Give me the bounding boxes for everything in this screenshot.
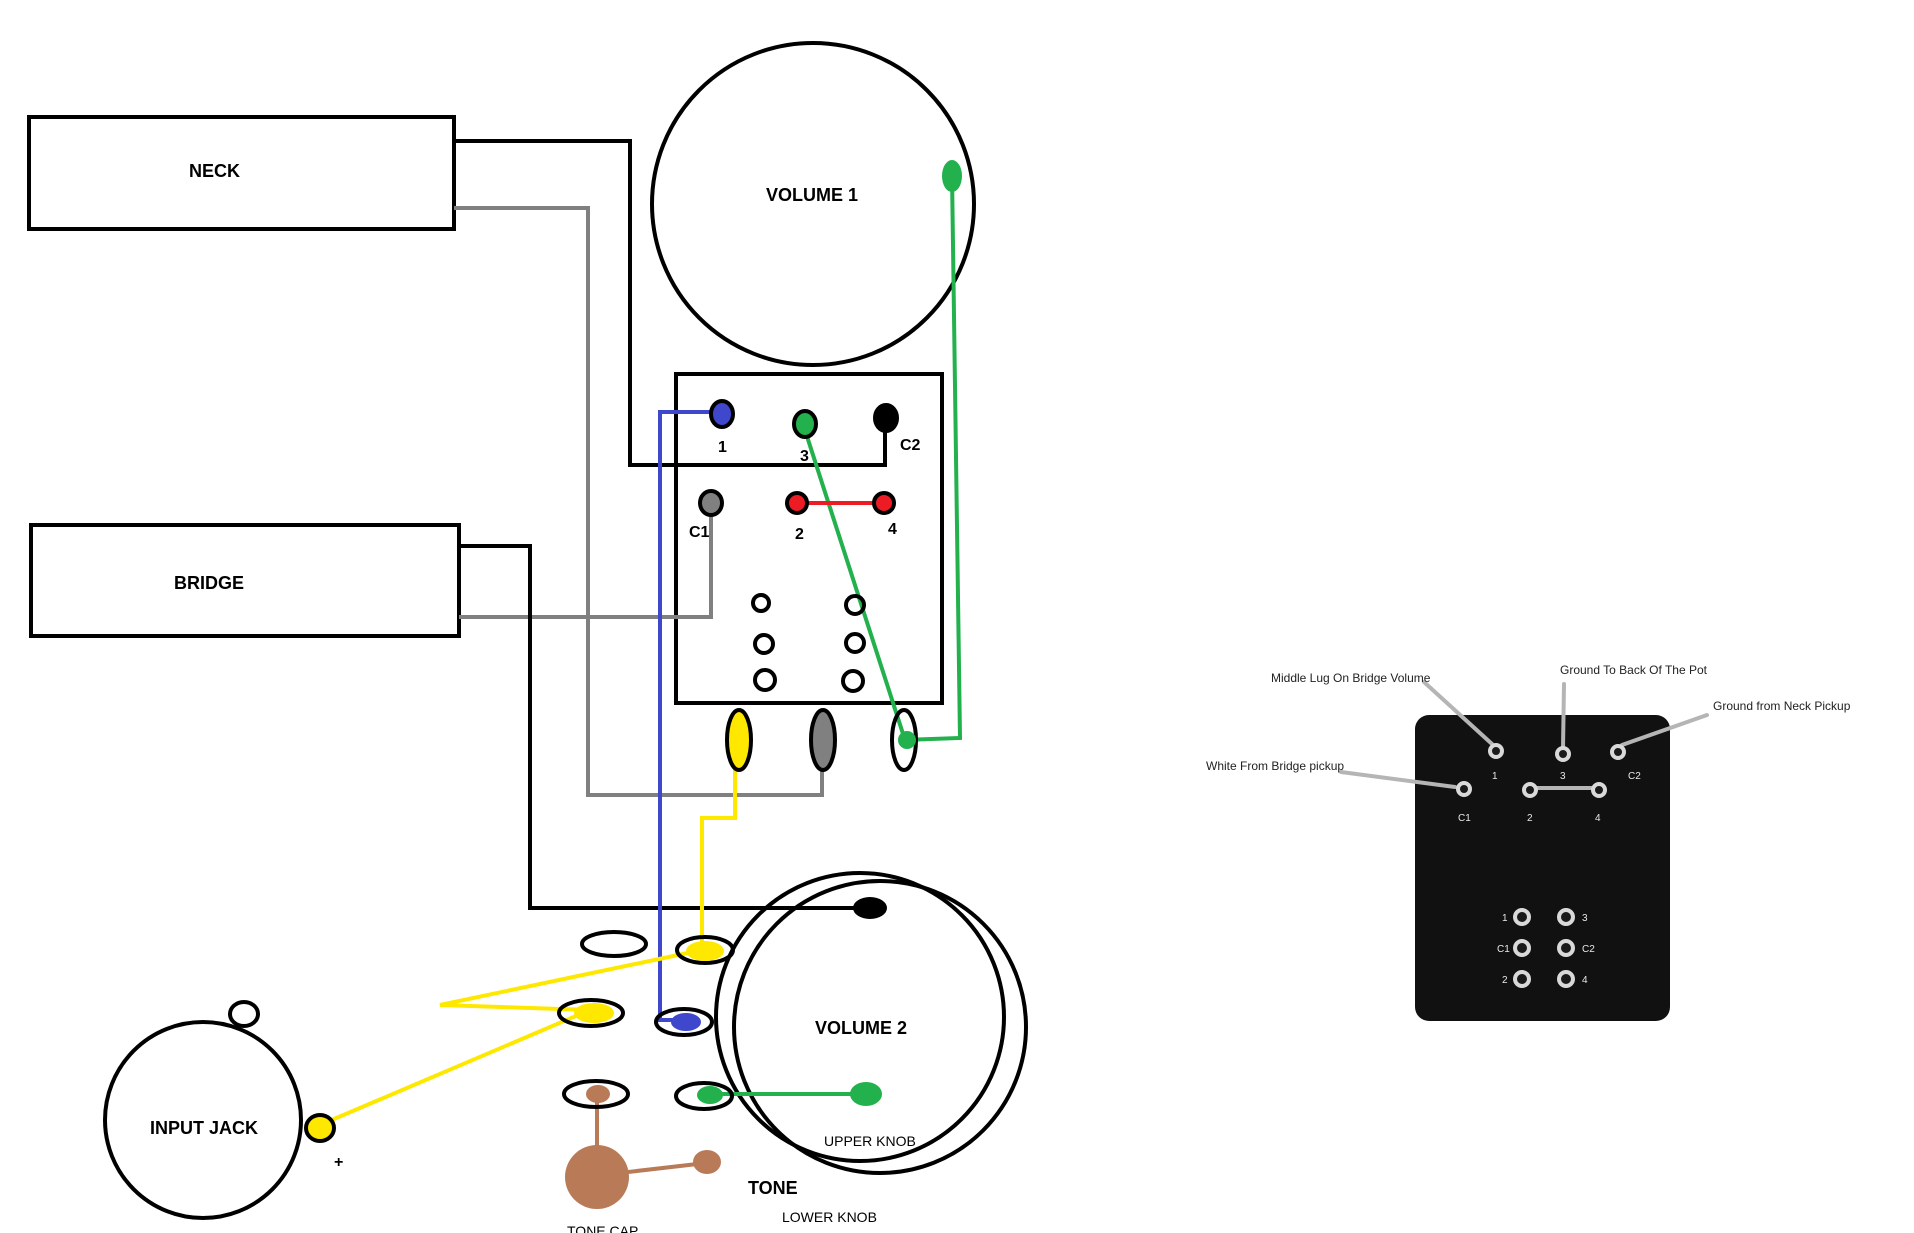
vol2-tone-green-dot [850,1082,882,1106]
switch-lug-4 [872,491,896,515]
switch-lower-holes [751,593,866,693]
volume1-pot [650,41,976,367]
neck-pickup [27,115,456,231]
vol1-lug-right-green [898,731,916,749]
tone-label: TONE [748,1178,798,1198]
switch-lug-c1-label: C1 [689,524,710,541]
switch-lug-4-label: 4 [888,521,897,538]
switch-lug-3-label: 3 [800,448,809,465]
vol2-lug-mid-left-fill [574,1003,614,1023]
yellow-wire-vol1 [700,740,737,950]
vol2-lug-mid-right [654,1007,714,1037]
jack-plus-label: + [334,1154,343,1171]
switch-lug-c2-label: C2 [900,437,921,454]
switch-lug-1 [709,399,735,429]
switch-lug-3 [792,409,818,439]
volume2-tone-outer-pot [732,879,1028,1175]
vol2-lug-bot-right-fill [697,1086,723,1104]
green-wire-ground [902,174,963,742]
vol2-lug-bot-left [562,1079,630,1109]
volume2-label: VOLUME 2 [815,1018,907,1038]
bridge-label: BRIDGE [174,573,244,593]
ref-annotation-ground-neck: Ground from Neck Pickup [1713,699,1851,713]
neck-gray-wire [454,206,824,797]
switch-lug-c2 [873,403,899,433]
ref-lug-1: 1 [1492,771,1498,782]
neck-label: NECK [189,161,240,181]
input-jack-label: INPUT JACK [150,1118,258,1138]
tone-cap-label: TONE CAP [567,1223,638,1233]
ref-lug-c2: C2 [1628,771,1641,782]
vol2-lug-top-left [580,930,648,958]
switch-lug-2-label: 2 [795,526,804,543]
switch-lug-c1 [698,489,724,517]
bridge-pickup [29,523,461,638]
ref-lug-c1: C1 [1458,813,1471,824]
bridge-black-wire [459,544,866,910]
bridge-gray-wire [459,500,713,619]
tone-cap-end [693,1150,721,1174]
switch-lug-2 [785,491,809,515]
vol2-lug-mid-right-fill [671,1013,701,1031]
vol1-lug-left [725,708,753,772]
vol2-lug-mid-left [557,998,625,1028]
vol2-lug-top-right-fill [686,941,724,961]
vol1-ground-dot [942,160,962,192]
input-jack [103,1020,303,1220]
neck-black-wire [454,139,887,467]
volume2-inner-pot [714,871,1006,1163]
volume1-label: VOLUME 1 [766,185,858,205]
ref-lug-3: 3 [1560,771,1566,782]
vol2-lug-top-right [675,935,735,965]
tone-cap [565,1145,629,1209]
vol2-lug-bot-right [674,1081,734,1111]
tone-cap-lead-side [627,1161,707,1174]
vol1-lug-middle [809,708,837,772]
ref-row3-right: 4 [1582,975,1588,986]
ref-row3-left: 2 [1502,975,1508,986]
ref-annotation-middle-lug: Middle Lug On Bridge Volume [1271,671,1431,685]
ref-row1-right: 3 [1582,913,1588,924]
ref-row2-left: C1 [1497,944,1510,955]
ref-lug-2: 2 [1527,813,1533,824]
yellow-wire-jack [319,948,703,1127]
vol2-ground-dot [853,897,887,919]
lower-knob-label: LOWER KNOB [782,1209,877,1225]
switch-lug-1-label: 1 [718,439,727,456]
ref-annotation-white-bridge: White From Bridge pickup [1206,759,1344,773]
ref-row2-right: C2 [1582,944,1595,955]
vol2-lug-bot-left-fill [586,1085,610,1103]
ref-row1-left: 1 [1502,913,1508,924]
switch-body [674,372,944,705]
reference-plate [1415,715,1670,1021]
ref-lug-4: 4 [1595,813,1601,824]
input-jack-tab [228,1000,260,1028]
reference-switch-photo: Middle Lug On Bridge Volume Ground To Ba… [1206,663,1851,1021]
green-wire-lug3 [801,423,907,741]
ref-annotation-ground-back: Ground To Back Of The Pot [1560,663,1708,677]
jack-lug [304,1113,336,1143]
blue-wire [658,410,722,1022]
upper-knob-label: UPPER KNOB [824,1133,916,1149]
